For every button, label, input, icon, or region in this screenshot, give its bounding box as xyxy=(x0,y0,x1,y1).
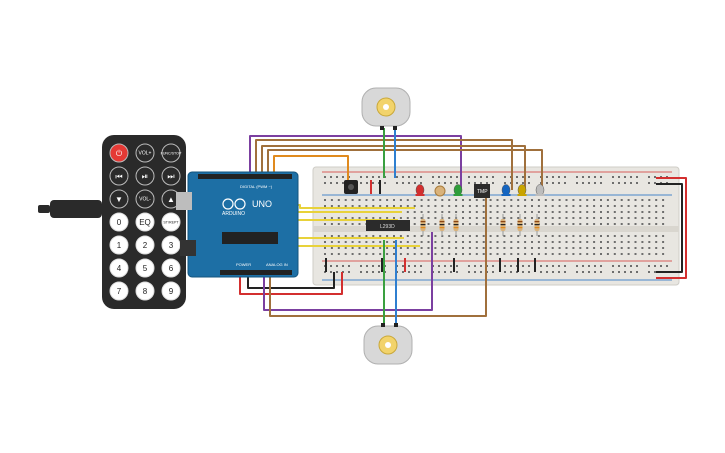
remote-eight-button[interactable]: 8 xyxy=(135,281,155,301)
resistor-2[interactable] xyxy=(439,214,445,236)
dc-motor-top[interactable] xyxy=(361,87,411,130)
remote-nine-button[interactable]: 9 xyxy=(161,281,181,301)
arduino-uno[interactable]: UNO ARDUINO DIGITAL (PWM ~) POWER ANALOG… xyxy=(176,171,299,278)
led-green[interactable] xyxy=(453,184,463,197)
remote-func-stop-label: FUNC/STOP xyxy=(161,152,182,156)
remote-zero-button[interactable]: 0 xyxy=(109,212,129,232)
temperature-sensor[interactable]: TMP xyxy=(474,184,490,198)
breadboard[interactable] xyxy=(312,166,680,286)
arduino-brand: ARDUINO xyxy=(222,211,245,217)
atmega-chip xyxy=(222,232,278,244)
resistor-3[interactable] xyxy=(453,214,459,236)
wire-brown-top-2[interactable] xyxy=(261,145,526,190)
remote-four-button[interactable]: 4 xyxy=(109,258,129,278)
remote-five-button[interactable]: 5 xyxy=(135,258,155,278)
remote-play-pause-label: ⏯ xyxy=(142,172,148,181)
led-yellow[interactable] xyxy=(517,184,527,197)
power-label: POWER xyxy=(236,262,251,267)
remote-play-pause-button[interactable]: ⏯ xyxy=(135,166,155,186)
leds xyxy=(415,184,545,197)
photoresistor[interactable] xyxy=(434,185,446,197)
resistors xyxy=(420,214,540,236)
resistor-5[interactable] xyxy=(517,214,523,236)
wire-black-ground[interactable] xyxy=(247,272,335,289)
remote-func-stop-button[interactable]: FUNC/STOP xyxy=(161,143,182,163)
usb-port[interactable] xyxy=(176,192,192,210)
breadboard-holes xyxy=(324,176,668,273)
resistor-4[interactable] xyxy=(500,214,506,236)
wire-purple-bottom[interactable] xyxy=(263,232,433,311)
remote-seven-button[interactable]: 7 xyxy=(109,281,129,301)
digital-label: DIGITAL (PWM ~) xyxy=(240,184,273,189)
digital-header[interactable] xyxy=(198,174,292,179)
remote-st-rept-button[interactable]: ST/REPT xyxy=(161,212,181,232)
remote-power-button[interactable]: ⏻ xyxy=(109,143,129,163)
remote-down-button[interactable]: ▼ xyxy=(109,189,129,209)
resistor-1[interactable] xyxy=(420,214,426,236)
remote-fast-forward-label: ⏭ xyxy=(167,172,174,181)
remote-up-label: ▲ xyxy=(167,195,175,204)
remote-button-grid: ⏻ VOL+ FUNC/STOP ⏮ ⏯ ⏭ ▼ VOL- ▲ 0 EQ ST/REPT 1 2 3 4 5 6 7… xyxy=(109,143,182,301)
remote-six-label: 6 xyxy=(169,264,174,273)
led-red[interactable] xyxy=(415,184,425,197)
wire-black-rail-right[interactable] xyxy=(656,183,683,273)
remote-three-button[interactable]: 3 xyxy=(161,235,181,255)
led-white[interactable] xyxy=(535,184,545,197)
remote-fast-forward-button[interactable]: ⏭ xyxy=(161,166,181,186)
wires xyxy=(219,128,687,326)
dc-motor-bottom[interactable] xyxy=(363,323,413,365)
remote-four-label: 4 xyxy=(117,264,122,273)
remote-two-label: 2 xyxy=(143,241,148,250)
resistor-6[interactable] xyxy=(534,214,540,236)
remote-one-button[interactable]: 1 xyxy=(109,235,129,255)
wire-purple-top[interactable] xyxy=(249,135,462,190)
remote-rewind-label: ⏮ xyxy=(115,172,122,181)
ir-receiver[interactable] xyxy=(344,180,358,194)
remote-nine-label: 9 xyxy=(169,287,174,296)
wire-brown-bottom[interactable] xyxy=(269,196,487,317)
wire-red-rail-right[interactable] xyxy=(656,177,687,279)
remote-rewind-button[interactable]: ⏮ xyxy=(109,166,129,186)
remote-ir-emitter xyxy=(38,205,50,213)
led-blue[interactable] xyxy=(501,184,511,197)
remote-vol-up-button[interactable]: VOL+ xyxy=(135,143,155,163)
remote-five-label: 5 xyxy=(143,264,148,273)
remote-eq-button[interactable]: EQ xyxy=(135,212,155,232)
sensor-label: TMP xyxy=(477,189,488,195)
remote-two-button[interactable]: 2 xyxy=(135,235,155,255)
analog-header[interactable] xyxy=(220,270,292,275)
remote-three-label: 3 xyxy=(169,241,174,250)
arduino-model: UNO xyxy=(252,199,272,209)
remote-seven-label: 7 xyxy=(117,287,122,296)
remote-vol-down-label: VOL- xyxy=(139,197,151,203)
remote-vol-down-button[interactable]: VOL- xyxy=(135,189,155,209)
chip-label: L293D xyxy=(380,224,395,230)
remote-down-label: ▼ xyxy=(115,195,123,204)
remote-vol-up-label: VOL+ xyxy=(139,151,152,157)
ir-remote: ⏻ VOL+ FUNC/STOP ⏮ ⏯ ⏭ ▼ VOL- ▲ 0 EQ ST/REPT 1 2 3 4 5 6 7… xyxy=(38,135,186,309)
wire-orange[interactable] xyxy=(273,155,349,182)
power-jack[interactable] xyxy=(180,240,196,256)
remote-six-button[interactable]: 6 xyxy=(161,258,181,278)
remote-zero-label: 0 xyxy=(117,218,122,227)
l293d-motor-driver[interactable]: L293D xyxy=(366,220,410,231)
remote-one-label: 1 xyxy=(117,241,122,250)
wire-brown-top-3[interactable] xyxy=(267,149,543,190)
remote-eight-label: 8 xyxy=(143,287,148,296)
analog-label: ANALOG IN xyxy=(266,262,288,267)
wire-red-power[interactable] xyxy=(239,272,343,295)
remote-power-label: ⏻ xyxy=(116,149,123,158)
remote-st-rept-label: ST/REPT xyxy=(163,221,179,225)
remote-eq-label: EQ xyxy=(139,218,151,227)
